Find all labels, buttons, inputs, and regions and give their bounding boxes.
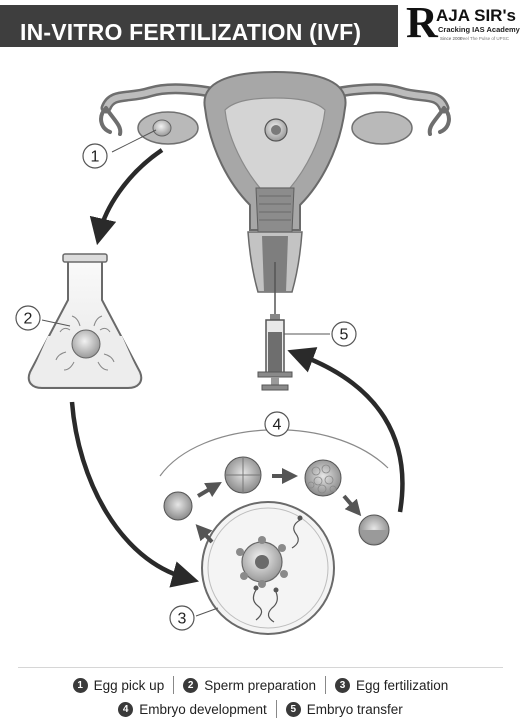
legend-label-4: Embryo development: [139, 702, 267, 717]
page-title: IN-VITRO FERTILIZATION (IVF): [20, 19, 361, 46]
legend-label-5: Embryo transfer: [307, 702, 403, 717]
step-callout-1-number: 1: [91, 149, 100, 166]
logo-name: AJA SIR's: [436, 6, 516, 26]
step-callout-3-number: 3: [178, 611, 187, 628]
legend-row-1: 1 Egg pick up 2 Sperm preparation 3 Egg …: [0, 676, 521, 694]
uterus-illustration: [101, 72, 449, 292]
legend-divider: [18, 667, 503, 668]
header: IN-VITRO FERTILIZATION (IVF) R AJA SIR's…: [0, 0, 521, 47]
legend-item-egg-fertilization: 3 Egg fertilization: [335, 678, 448, 693]
legend-separator: [173, 676, 174, 694]
legend-number-5: 5: [286, 702, 301, 717]
legend-number-3: 3: [335, 678, 350, 693]
fertilization-dish-illustration: [202, 502, 334, 634]
arrow-3-from-2: [72, 402, 186, 578]
logo-slogan: Feel The Pulse of UPSC: [460, 36, 509, 41]
step-callout-4-number: 4: [273, 417, 282, 434]
legend-item-egg-pick-up: 1 Egg pick up: [73, 678, 165, 693]
title-bar: IN-VITRO FERTILIZATION (IVF): [0, 5, 398, 47]
legend-number-1: 1: [73, 678, 88, 693]
legend-label-2: Sperm preparation: [204, 678, 316, 693]
legend-item-embryo-transfer: 5 Embryo transfer: [286, 702, 403, 717]
legend-separator: [276, 700, 277, 718]
ivf-diagram: 1 2 3 4 5: [0, 47, 521, 667]
step-callout-2-number: 2: [24, 311, 33, 328]
legend-label-1: Egg pick up: [94, 678, 165, 693]
legend-separator: [325, 676, 326, 694]
legend-number-4: 4: [118, 702, 133, 717]
raja-sir-logo: R AJA SIR's Cracking IAS Academy Since 2…: [404, 3, 521, 49]
step-callout-5-number: 5: [340, 327, 349, 344]
legend-item-embryo-development: 4 Embryo development: [118, 702, 267, 717]
legend-row-2: 4 Embryo development 5 Embryo transfer: [0, 700, 521, 718]
legend-number-2: 2: [183, 678, 198, 693]
arrow-1-to-2: [100, 150, 162, 232]
legend-label-3: Egg fertilization: [356, 678, 448, 693]
legend-item-sperm-preparation: 2 Sperm preparation: [183, 678, 316, 693]
logo-letter: R: [406, 1, 438, 45]
logo-tagline: Cracking IAS Academy: [438, 25, 520, 34]
